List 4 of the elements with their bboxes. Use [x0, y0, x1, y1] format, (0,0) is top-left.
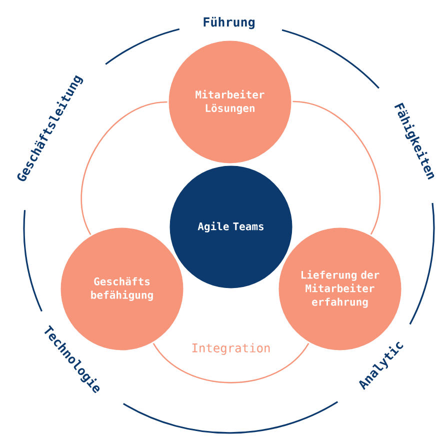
ring-arc	[292, 100, 380, 235]
edge-label: Integration	[192, 343, 270, 355]
ring-arc	[152, 342, 310, 384]
ring-arc	[80, 101, 168, 235]
